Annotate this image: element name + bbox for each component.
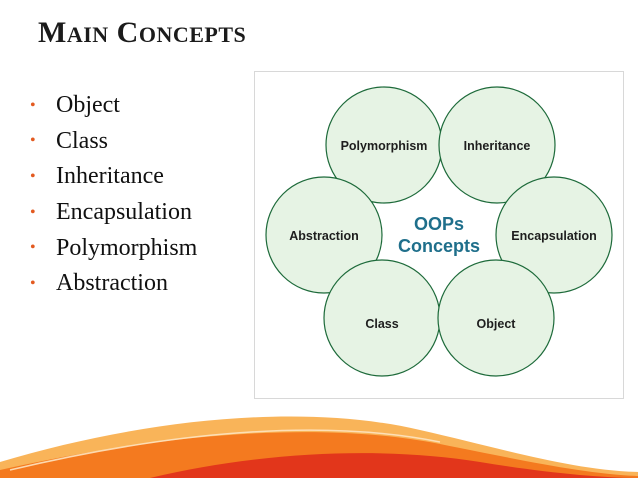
label-encapsulation: Encapsulation: [511, 229, 596, 243]
bullet-text: Inheritance: [56, 163, 164, 190]
circle-object: [437, 259, 555, 377]
label-polymorphism: Polymorphism: [341, 139, 428, 153]
oops-concepts-diagram: Polymorphism Inheritance Abstraction Enc…: [254, 71, 624, 399]
label-inheritance: Inheritance: [464, 139, 531, 153]
label-object: Object: [477, 317, 517, 331]
bullet-item: • Polymorphism: [30, 230, 197, 266]
circle-inheritance: [438, 86, 556, 204]
slide-title: MAIN CONCEPTS: [38, 16, 246, 50]
bullet-text: Object: [56, 92, 120, 119]
bullet-text: Encapsulation: [56, 199, 192, 226]
label-abstraction: Abstraction: [289, 229, 358, 243]
diagram-svg: Polymorphism Inheritance Abstraction Enc…: [265, 86, 613, 377]
title-rest-main: AIN: [66, 22, 109, 47]
bullet-dot-icon: •: [30, 96, 36, 114]
bullet-dot-icon: •: [30, 167, 36, 185]
title-initial-concepts: C: [116, 16, 139, 49]
bullet-item: • Object: [30, 88, 197, 124]
bullet-item: • Abstraction: [30, 266, 197, 302]
bullet-text: Abstraction: [56, 270, 168, 297]
bullet-dot-icon: •: [30, 132, 36, 150]
bullet-dot-icon: •: [30, 203, 36, 221]
center-label-concepts: Concepts: [398, 236, 480, 256]
title-rest-concepts: ONCEPTS: [138, 22, 247, 47]
label-class: Class: [365, 317, 398, 331]
bullet-dot-icon: •: [30, 274, 36, 292]
bullet-item: • Encapsulation: [30, 195, 197, 231]
bullet-dot-icon: •: [30, 239, 36, 257]
bullet-item: • Inheritance: [30, 159, 197, 195]
bullet-text: Class: [56, 127, 109, 154]
bullet-item: • Class: [30, 124, 197, 160]
circle-encapsulation: [495, 176, 613, 294]
bullet-list: • Object • Class • Inheritance • Encapsulati…: [30, 88, 197, 302]
circle-abstraction: [265, 176, 383, 294]
bullet-text: Polymorphism: [56, 234, 198, 261]
center-label-oops: OOPs: [414, 214, 464, 234]
title-initial-main: M: [38, 16, 67, 49]
